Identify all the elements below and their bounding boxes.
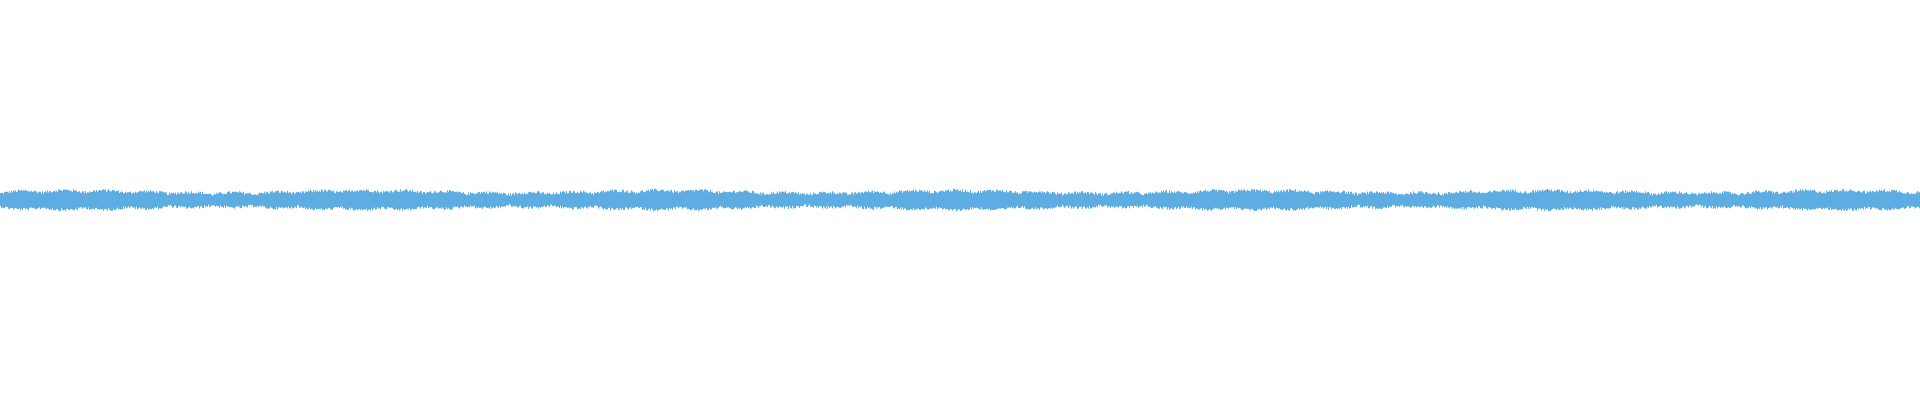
waveform-bars: [0, 188, 1920, 212]
waveform-path: [0, 188, 1920, 212]
